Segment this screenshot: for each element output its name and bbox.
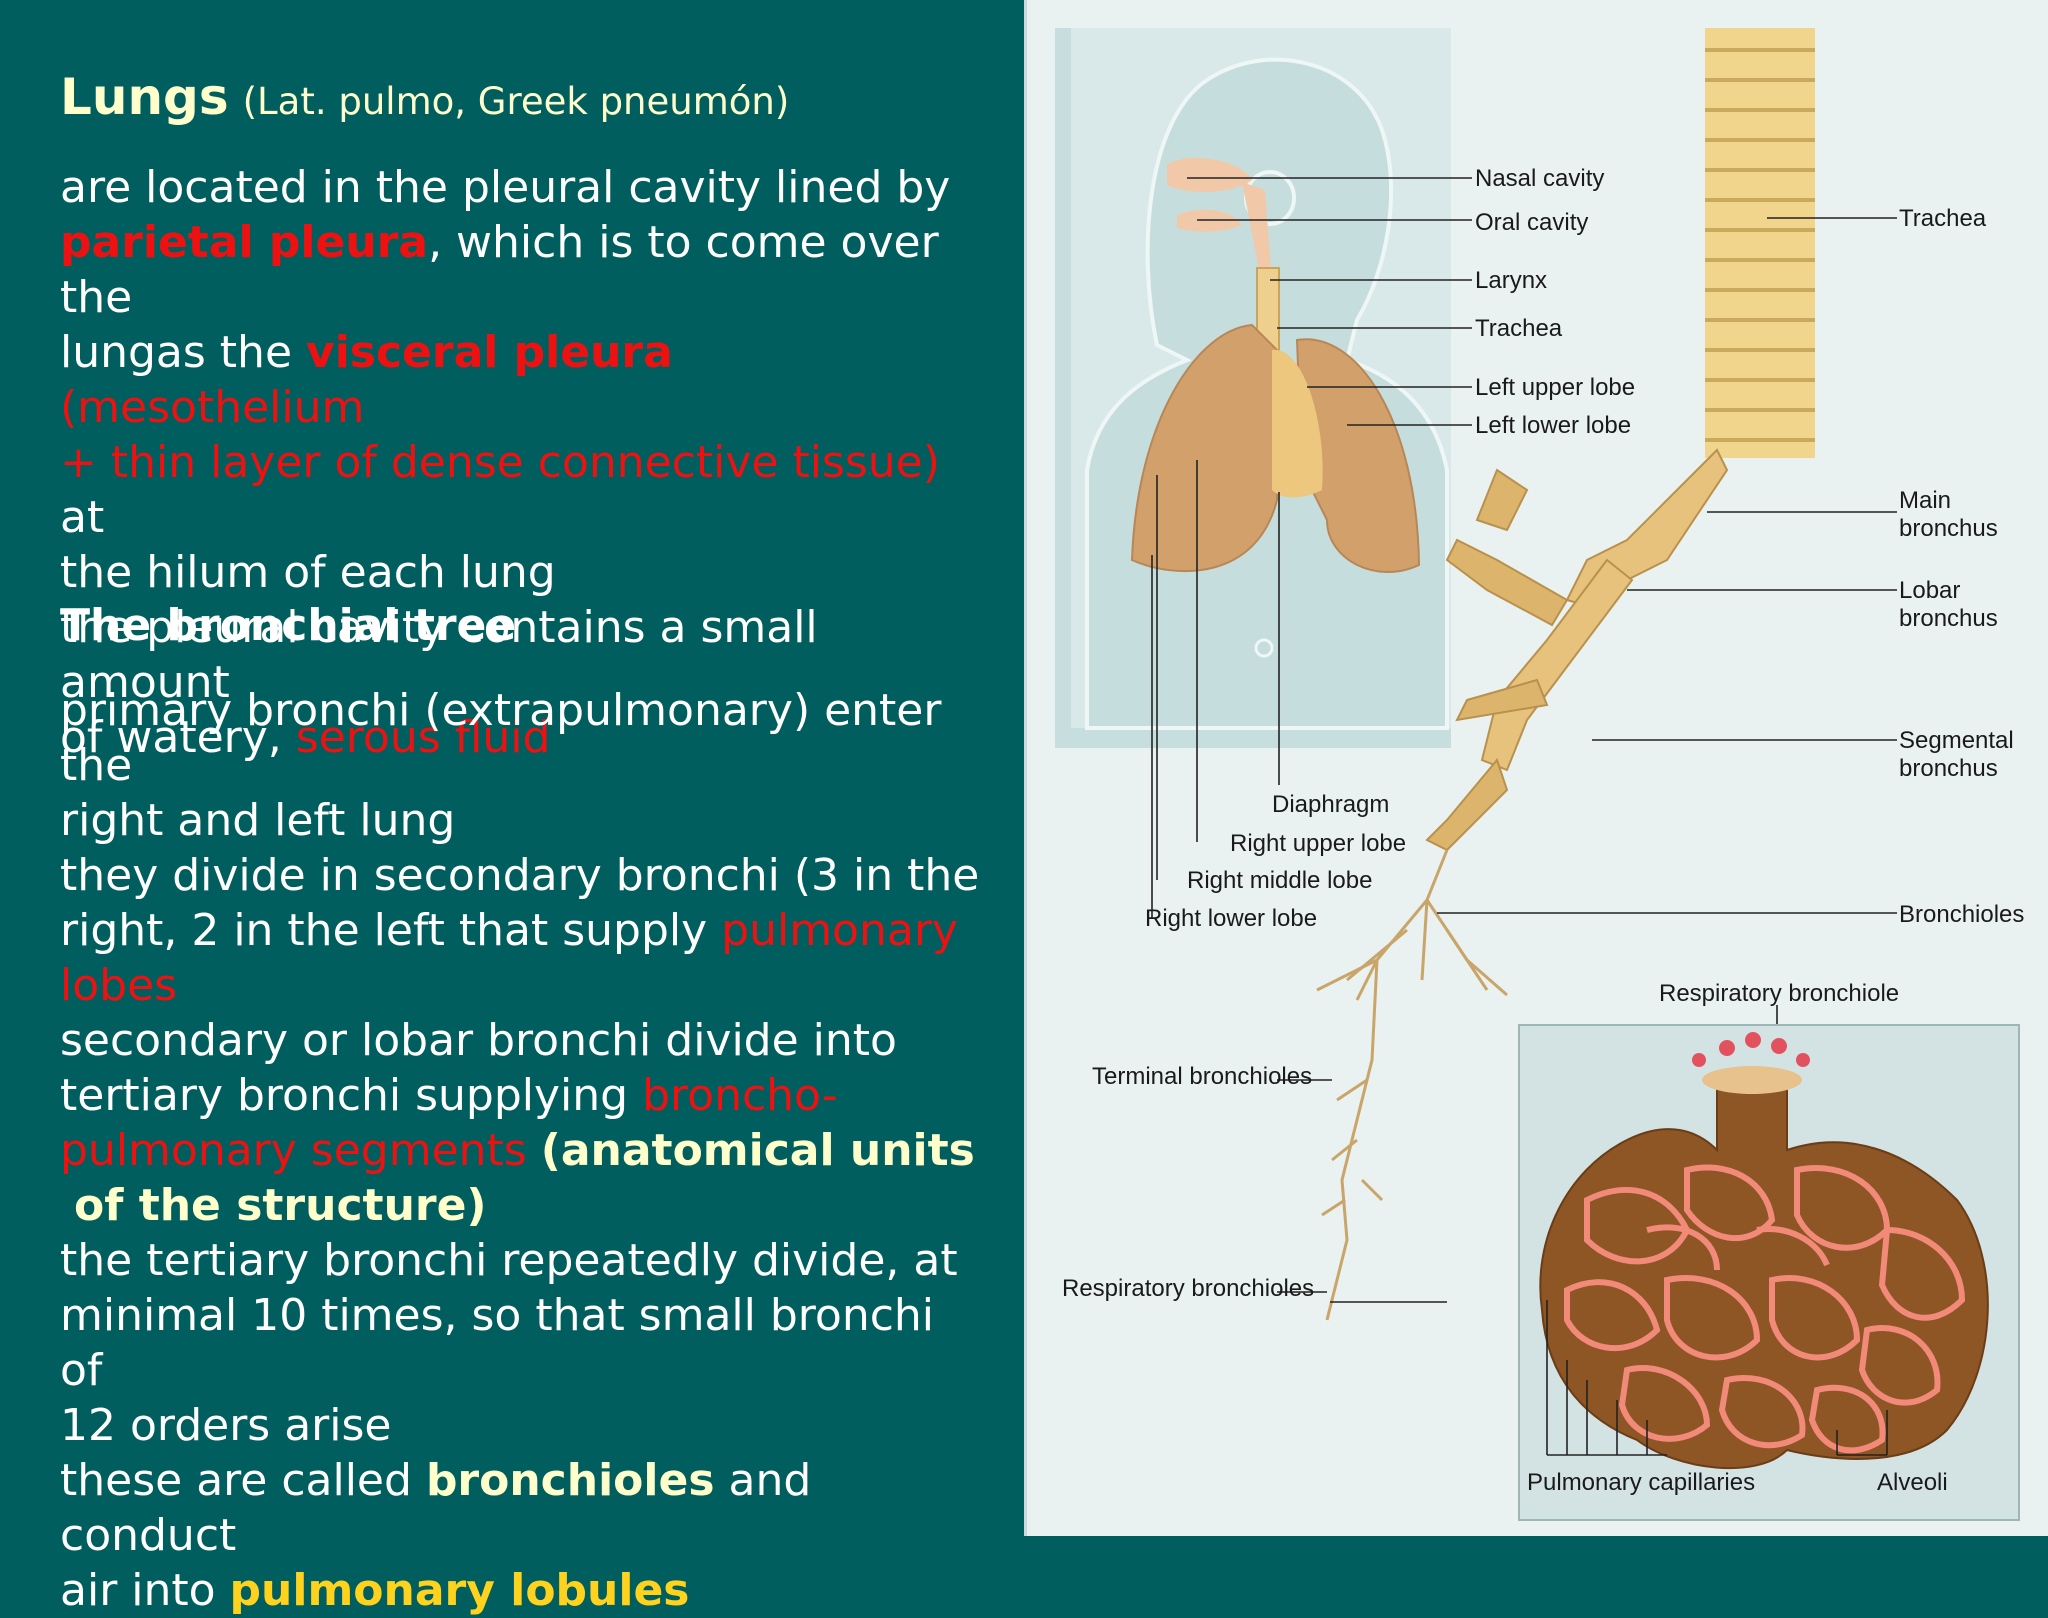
page-subtitle: (Lat. pulmo, Greek pneumón) (242, 80, 790, 123)
label-terminal-bronchioles: Terminal bronchioles (1092, 1063, 1312, 1090)
text: they divide in secondary bronchi (3 in t… (60, 850, 980, 901)
heart-shape (1272, 349, 1323, 498)
label-right-lower-lobe: Right lower lobe (1145, 905, 1317, 932)
label-respiratory-bronchiole: Respiratory bronchiole (1659, 980, 1899, 1007)
page-title: Lungs (60, 68, 229, 126)
text: these are called (60, 1455, 412, 1506)
text: tertiary bronchi supplying (60, 1070, 629, 1121)
label-lobar-bronchus-2: bronchus (1899, 605, 1998, 632)
leader-lines-tree (1277, 217, 1897, 1303)
text: the pleural cavity contains a small amou… (60, 602, 818, 708)
figure-panel: Nasal cavity Oral cavity Larynx Trachea … (1024, 0, 2048, 1536)
term-broncho: broncho- (642, 1070, 838, 1121)
label-segmental-bronchus-2: bronchus (1899, 755, 1998, 782)
bronchioles-branches (1316, 849, 1508, 1321)
label-nasal-cavity: Nasal cavity (1475, 165, 1604, 192)
label-main-bronchus-1: Main (1899, 487, 1951, 514)
trachea-rings (1705, 48, 1815, 442)
label-oral-cavity: Oral cavity (1475, 209, 1588, 236)
term-lobes: lobes (60, 960, 178, 1011)
lobar-bronchus-shape (1480, 558, 1634, 772)
text-panel: Lungs (Lat. pulmo, Greek pneumón) are lo… (0, 0, 1024, 1616)
term-mesothelium: (mesothelium (60, 382, 365, 433)
label-alveoli: Alveoli (1877, 1469, 1948, 1496)
trachea-tree (1316, 28, 1815, 1321)
segmental-branch-top (1475, 468, 1529, 532)
right-lung (1130, 323, 1278, 573)
term-parietal-pleura: parietal pleura (60, 217, 429, 268)
heading: Lungs (Lat. pulmo, Greek pneumón) (60, 70, 980, 129)
label-pulmonary-capillaries: Pulmonary capillaries (1527, 1469, 1755, 1496)
paragraph-bronchi: primary bronchi (extrapulmonary) enter t… (60, 683, 980, 1233)
label-segmental-bronchus-1: Segmental (1899, 727, 2014, 754)
label-respiratory-bronchioles: Respiratory bronchioles (1062, 1275, 1314, 1302)
label-left-lower-lobe: Left lower lobe (1475, 412, 1631, 439)
term-anatomical-units: (anatomical units (540, 1125, 975, 1176)
label-right-upper-lobe: Right upper lobe (1230, 830, 1406, 857)
term-visceral-pleura: visceral pleura (306, 327, 673, 378)
label-bronchioles: Bronchioles (1899, 901, 2024, 928)
text: the tertiary bronchi repeatedly divide, … (60, 1235, 958, 1286)
respiratory-system-illustration: Nasal cavity Oral cavity Larynx Trachea … (1055, 28, 2024, 1521)
text: primary bronchi (extrapulmonary) enter t… (60, 685, 942, 791)
paragraph-pleura: are located in the pleural cavity lined … (60, 160, 980, 765)
label-trachea-body: Trachea (1475, 315, 1563, 342)
text: right and left lung (60, 795, 456, 846)
navel-icon (1254, 638, 1274, 658)
text: secondary or lobar bronchi divide into (60, 1015, 897, 1066)
text: lungas the (60, 327, 293, 378)
section-title-bronchial-tree: The bronchial tree (60, 600, 517, 651)
text: 12 orders arise (60, 1400, 392, 1451)
segmental-branch-lower (1425, 757, 1509, 852)
term-pulmonary-segments: pulmonary segments (60, 1125, 527, 1176)
label-left-upper-lobe: Left upper lobe (1475, 374, 1635, 401)
text: the hilum of each lung (60, 547, 556, 598)
trachea-tube (1705, 28, 1815, 458)
term-pulmonary-lobules: pulmonary lobules (229, 1565, 690, 1616)
segmental-branch (1455, 678, 1549, 722)
left-lung (1295, 338, 1421, 574)
text: are located in the pleural cavity lined … (60, 162, 951, 213)
leader-lines-alveoli (1546, 1300, 1888, 1456)
nasal-cavity-shape (1167, 157, 1252, 192)
leader-lines-body (1151, 177, 1472, 918)
text: , which is to come over the (60, 217, 939, 323)
alveoli-cluster (1539, 1032, 1989, 1470)
text: right, 2 in the left that supply (60, 905, 708, 956)
term-pulmonary-lobes: pulmonary (721, 905, 958, 956)
term-serous-fluid: serous fluid (295, 712, 551, 763)
term-of-structure: of the structure) (74, 1180, 487, 1231)
text: minimal 10 times, so that small bronchi … (60, 1290, 935, 1396)
label-main-bronchus-2: bronchus (1899, 515, 1998, 542)
text: at (60, 492, 105, 543)
text: air into (60, 1565, 216, 1616)
pharynx-shape (1242, 182, 1271, 270)
term-connective-tissue: + thin layer of dense connective tissue) (60, 437, 940, 488)
upper-bronchus-branch (1445, 538, 1569, 627)
paragraph-bronchioles: the tertiary bronchi repeatedly divide, … (60, 1233, 980, 1618)
label-larynx: Larynx (1475, 267, 1547, 294)
label-diaphragm: Diaphragm (1272, 791, 1389, 818)
label-lobar-bronchus-1: Lobar (1899, 577, 1960, 604)
text: of watery, (60, 712, 282, 763)
term-bronchioles: bronchioles (425, 1455, 715, 1506)
label-trachea-tree: Trachea (1899, 205, 1987, 232)
label-right-middle-lobe: Right middle lobe (1187, 867, 1372, 894)
